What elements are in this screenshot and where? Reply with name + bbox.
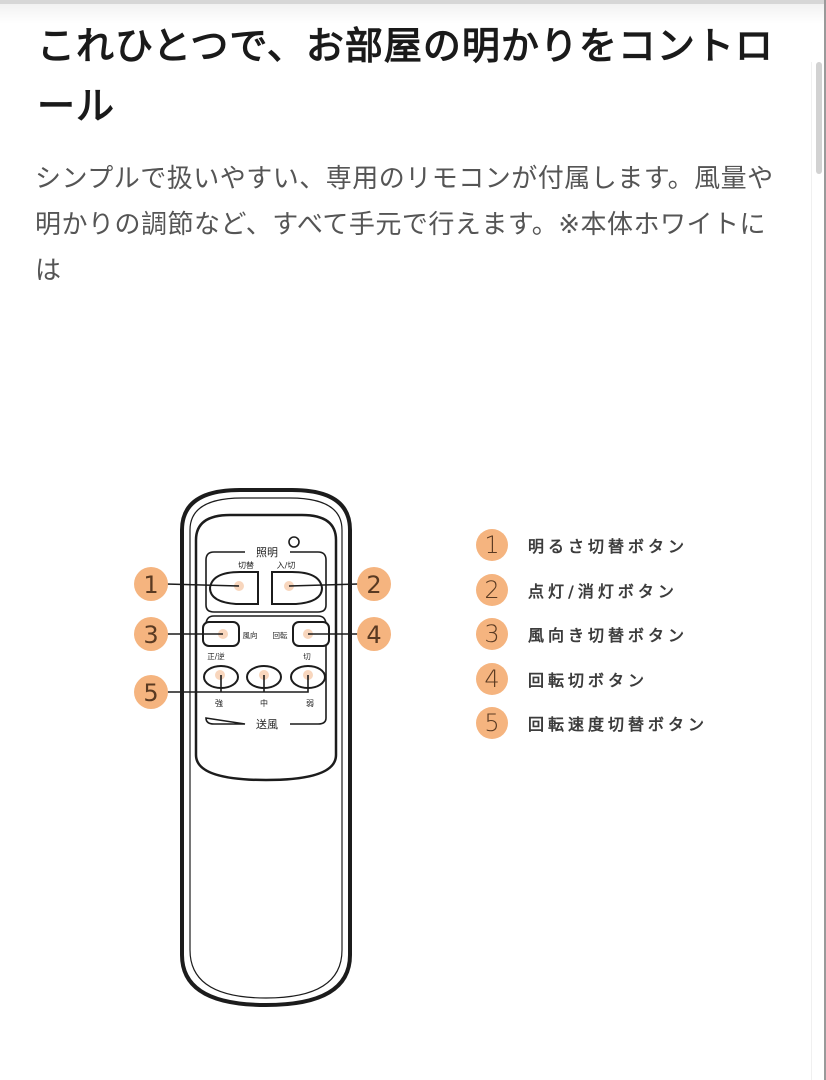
callout-legend: 1 明るさ切替ボタン 2 点灯/消灯ボタン 3 風向き切替ボタン 4 回転切ボタ… [476,523,708,746]
brightness-button [208,571,259,605]
fan-section-label: 送風 [256,717,278,731]
legend-badge: 4 [476,662,508,695]
legend-badge: 3 [476,618,508,651]
speed-weak-caption: 弱 [306,699,314,708]
callout-badge-3 [134,617,168,651]
remote-illustration: 照明 切替 入/切 風向 回転 正/逆 切 強 中 弱 送風 [134,488,391,1008]
page-description: シンプルで扱いやすい、専用のリモコンが付属します。風量や明かりの調節など、すべて… [35,164,774,286]
callout-badge-4 [357,617,391,651]
callout-badge-5 [134,675,168,709]
legend-badge: 2 [476,573,508,606]
speed-medium-caption: 中 [260,698,268,708]
legend-badge: 5 [476,707,508,740]
callout-badge-2 [357,567,391,601]
page-title: これひとつで、お部屋の明かりをコントロール [37,24,774,128]
legend-item: 2 点灯/消灯ボタン [476,568,708,613]
legend-item: 5 回転速度切替ボタン [476,701,708,746]
legend-badge: 1 [476,529,508,562]
svg-text:3: 3 [143,621,158,649]
power-button-caption: 入/切 [277,561,296,570]
svg-text:5: 5 [143,679,158,707]
callout-badge-1 [134,567,168,601]
legend-item: 1 明るさ切替ボタン [476,523,708,568]
rotation-caption: 回転 [273,631,288,640]
legend-label: 点灯/消灯ボタン [528,581,678,601]
svg-text:1: 1 [143,571,158,599]
window-edge [824,0,826,1080]
legend-label: 回転速度切替ボタン [528,715,709,735]
legend-item: 3 風向き切替ボタン [476,612,708,657]
legend-label: 明るさ切替ボタン [528,537,689,557]
legend-label: 風向き切替ボタン [528,626,689,646]
legend-item: 4 回転切ボタン [476,657,708,702]
power-button [271,571,324,605]
direction-caption: 風向 [243,630,258,640]
legend-label: 回転切ボタン [528,670,649,690]
remote-diagram: 照明 切替 入/切 風向 回転 正/逆 切 強 中 弱 送風 [0,470,826,1010]
off-caption: 切 [303,652,311,661]
light-section-label: 照明 [256,546,278,559]
speed-strong-caption: 強 [215,698,223,708]
scrollbar-track[interactable] [811,62,826,1080]
scrollbar-thumb[interactable] [816,62,822,174]
browser-top-edge [0,0,826,4]
toggle-button-caption: 切替 [238,560,254,570]
led-indicator [288,536,300,548]
header-shadow [0,4,826,24]
forward-reverse-caption: 正/逆 [207,651,225,661]
svg-text:4: 4 [366,621,381,649]
svg-text:2: 2 [366,571,381,599]
